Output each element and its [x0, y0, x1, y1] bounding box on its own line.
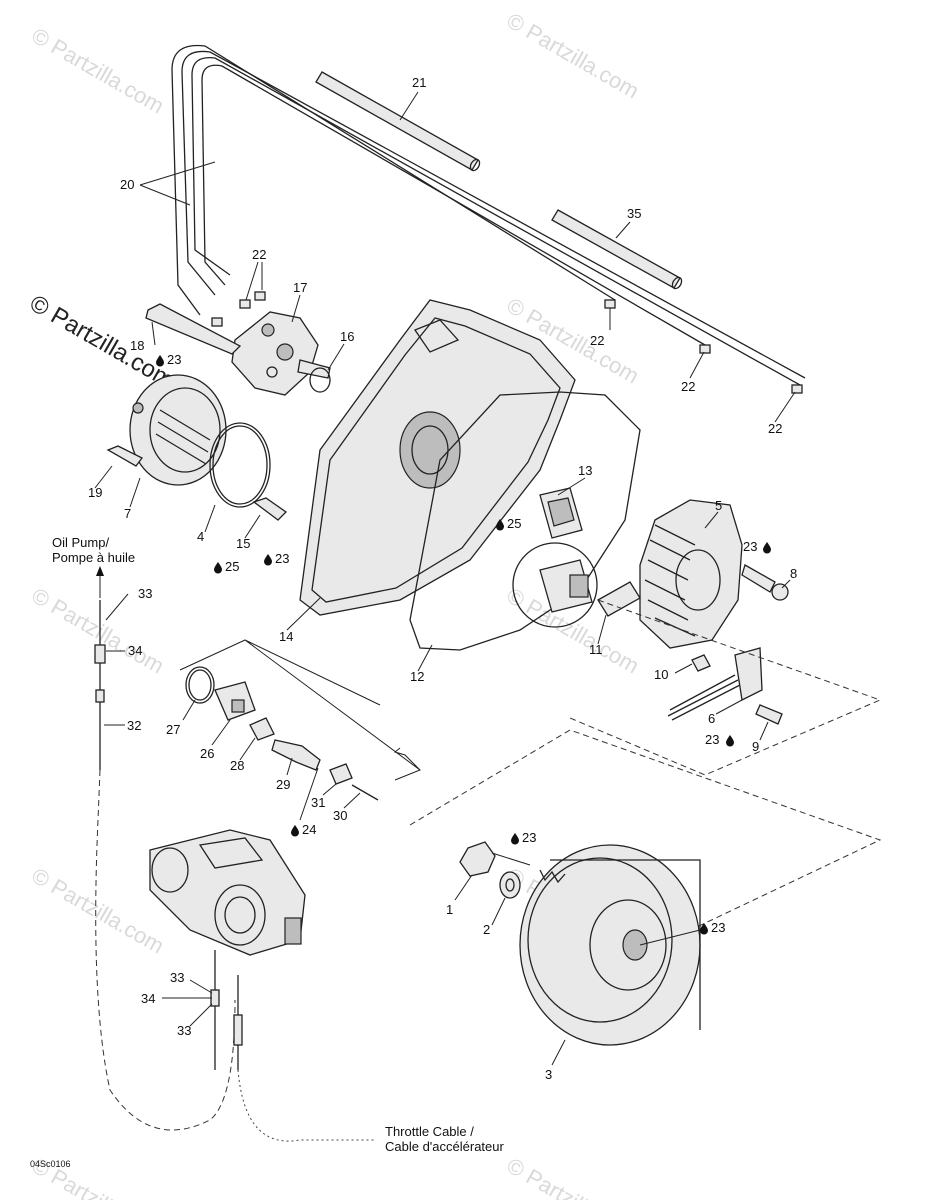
part-label: 30 [333, 808, 347, 823]
o-ring-16 [309, 367, 331, 393]
wire-retainer-11 [597, 581, 641, 617]
oil-pump [231, 311, 331, 396]
part-label: 8 [790, 566, 797, 581]
pump-housing-7 [129, 374, 227, 486]
part-label: 2 [483, 922, 490, 937]
part-label: 25 [507, 516, 521, 531]
part-label: 12 [410, 669, 424, 684]
part-label: 26 [200, 746, 214, 761]
detail-circle [512, 542, 598, 628]
part-label: 23 [743, 539, 757, 554]
part-label: 32 [127, 718, 141, 733]
oil-pump-callout-fr: Pompe à huile [52, 550, 135, 565]
part-label: 17 [293, 280, 307, 295]
part-label: 14 [279, 629, 293, 644]
detail-frame [179, 639, 422, 781]
screw-19 [106, 445, 143, 467]
brand-logo: © Partzilla.com [25, 290, 179, 394]
part-label: 22 [768, 421, 782, 436]
hose-clips [211, 291, 803, 394]
housing-31 [329, 763, 353, 785]
watermark: © Partzilla.com [28, 863, 169, 959]
part-label: 10 [654, 667, 668, 682]
part-label: 1 [446, 902, 453, 917]
part-label: 27 [166, 722, 180, 737]
part-label: 34 [128, 643, 142, 658]
part-label: 9 [752, 739, 759, 754]
stator-5 [639, 499, 743, 649]
oil-pump-callout: Oil Pump/ [52, 535, 109, 550]
watermark: © Partzilla.com [503, 1153, 644, 1200]
part-label: 13 [578, 463, 592, 478]
terminal-30 [351, 784, 379, 801]
part-label: 23 [167, 352, 181, 367]
part-label: 22 [590, 333, 604, 348]
screw-8 [741, 564, 776, 593]
throttle-cable-callout: Throttle Cable / [385, 1124, 474, 1139]
part-label: 21 [412, 75, 426, 90]
seal-28 [249, 717, 275, 741]
part-label: 19 [88, 485, 102, 500]
part-label: 23 [711, 920, 725, 935]
part-label: 33 [177, 1023, 191, 1038]
exploded-frame-upper [569, 599, 882, 776]
o-ring-4 [209, 422, 271, 508]
part-label: 24 [302, 822, 316, 837]
part-label: 35 [627, 206, 641, 221]
screw-15 [252, 497, 288, 521]
throttle-cable [210, 950, 376, 1142]
part-label: 15 [236, 536, 250, 551]
part-label: 11 [589, 642, 603, 657]
drawing-code: 04Sc0106 [30, 1159, 71, 1169]
part-label: 18 [130, 338, 144, 353]
part-label: 7 [124, 506, 131, 521]
part-label: 23 [522, 830, 536, 845]
nut-10 [691, 654, 711, 672]
oil-lines [171, 44, 806, 386]
part-label: 22 [681, 379, 695, 394]
part-label: 22 [252, 247, 266, 262]
connector-29 [271, 739, 321, 771]
leader-lines [94, 91, 796, 1066]
part-label: 33 [170, 970, 184, 985]
screw-9 [755, 704, 783, 725]
o-ring-27 [185, 666, 215, 704]
magneto-cover-14 [299, 299, 576, 616]
part-label: 6 [708, 711, 715, 726]
part-label: 28 [230, 758, 244, 773]
watermark: © Partzilla.com [28, 23, 169, 119]
part-label: 16 [340, 329, 354, 344]
throttle-cable-callout-fr: Cable d'accélérateur [385, 1139, 504, 1154]
screw-18 [145, 303, 242, 355]
part-label: 5 [715, 498, 722, 513]
part-labels: 21 35 20 22 17 16 18 23 19 7 4 15 23 25 … [88, 75, 797, 1082]
wire-grommet-13 [539, 487, 583, 539]
part-label: 29 [276, 777, 290, 792]
part-label: 34 [141, 991, 155, 1006]
part-label: 23 [705, 732, 719, 747]
grommet-assembly [185, 666, 379, 801]
part-label: 33 [138, 586, 152, 601]
part-label: 20 [120, 177, 134, 192]
nut-1 [459, 841, 496, 877]
callouts: Oil Pump/ Pompe à huile Throttle Cable /… [52, 535, 504, 1154]
hose-21 [315, 71, 481, 172]
oil-pump-cable [94, 566, 236, 1131]
part-label: 23 [275, 551, 289, 566]
part-label: 3 [545, 1067, 552, 1082]
watermark: © Partzilla.com [503, 8, 644, 104]
trigger-sensor-6 [667, 647, 763, 721]
throttle-body [149, 829, 306, 956]
flywheel-3 [519, 844, 701, 1046]
gasket-12 [409, 391, 641, 651]
part-label: 4 [197, 529, 204, 544]
part-label: 31 [311, 795, 325, 810]
part-label: 25 [225, 559, 239, 574]
washer-2 [499, 871, 521, 899]
hose-35 [551, 209, 683, 290]
